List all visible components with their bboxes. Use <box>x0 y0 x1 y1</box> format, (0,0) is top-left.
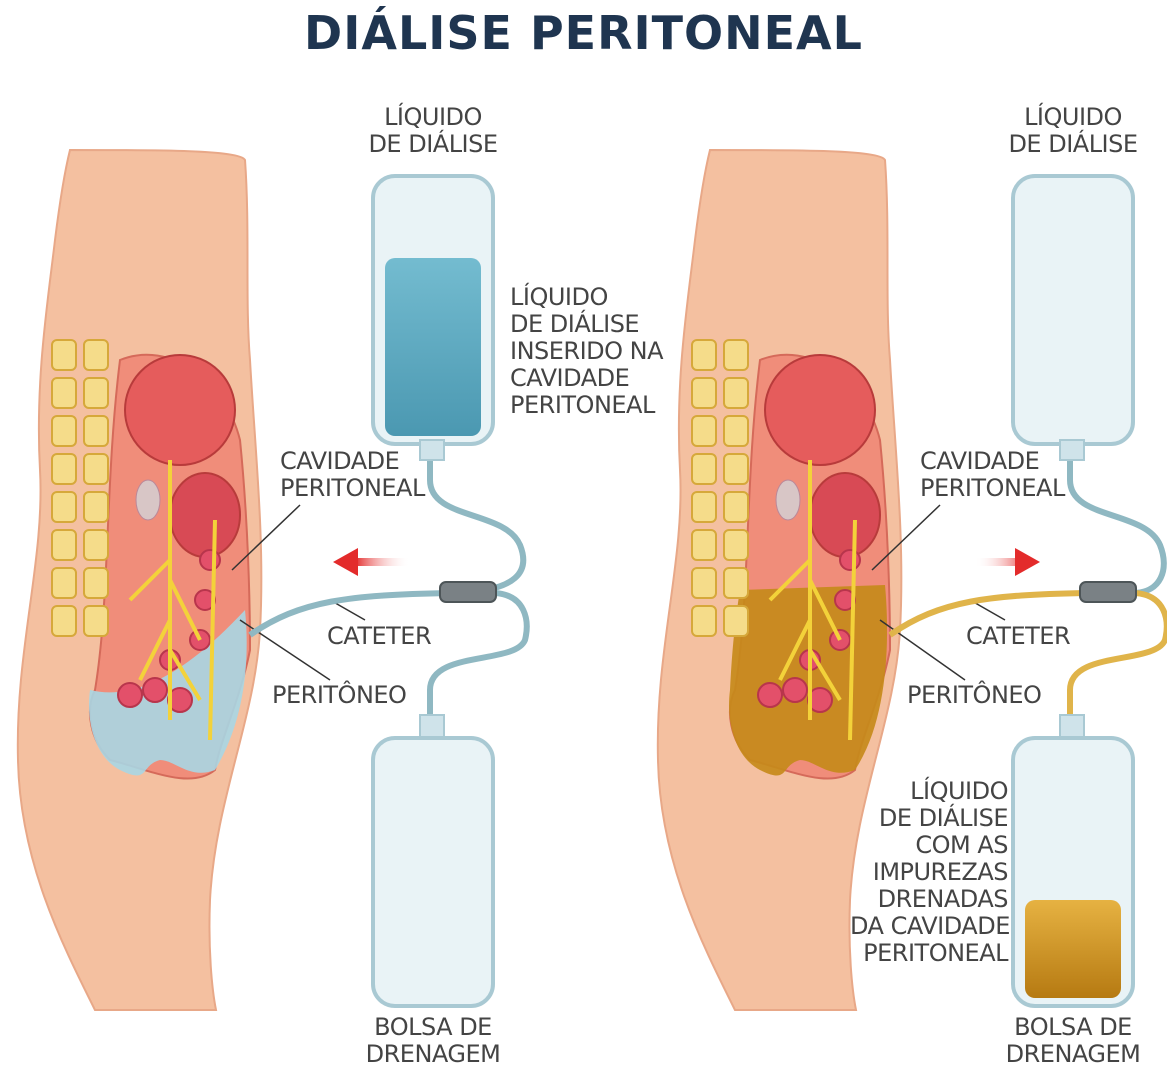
bag-bottom-label: BOLSA DE DRENAGEM <box>363 1014 503 1068</box>
cavity-label: CAVIDADE PERITONEAL <box>920 448 1065 502</box>
flow-arrow-out <box>975 548 1040 576</box>
catheter-connector <box>1080 582 1136 602</box>
drainage-bag <box>1013 715 1133 1006</box>
catheter-connector <box>440 582 496 602</box>
bag-top-label: LÍQUIDO DE DIÁLISE <box>1003 104 1143 158</box>
catheter-label: CATETER <box>327 623 431 650</box>
liver <box>125 355 235 465</box>
kidney <box>776 480 800 520</box>
dialysis-fluid-bag <box>1013 176 1133 460</box>
flow-arrow-in <box>333 548 410 576</box>
supply-tube <box>1070 455 1164 593</box>
liver <box>765 355 875 465</box>
bag-bottom-label: BOLSA DE DRENAGEM <box>1003 1014 1143 1068</box>
catheter-label: CATETER <box>966 623 1070 650</box>
kidney <box>136 480 160 520</box>
drained-fluid-label: LÍQUIDO DE DIÁLISE COM AS IMPUREZAS DREN… <box>850 778 1008 967</box>
drain-tube <box>430 593 527 715</box>
fluid-inserted-label: LÍQUIDO DE DIÁLISE INSERIDO NA CAVIDADE … <box>510 284 663 419</box>
panel-infusion <box>18 150 527 1010</box>
bag-top-label: LÍQUIDO DE DIÁLISE <box>363 104 503 158</box>
cavity-label: CAVIDADE PERITONEAL <box>280 448 425 502</box>
peritoneum-label: PERITÔNEO <box>272 682 406 709</box>
dialysis-fluid-bag <box>373 176 493 460</box>
stomach <box>810 473 880 557</box>
peritoneum-label: PERITÔNEO <box>907 682 1041 709</box>
drainage-bag <box>373 715 493 1006</box>
stomach <box>170 473 240 557</box>
